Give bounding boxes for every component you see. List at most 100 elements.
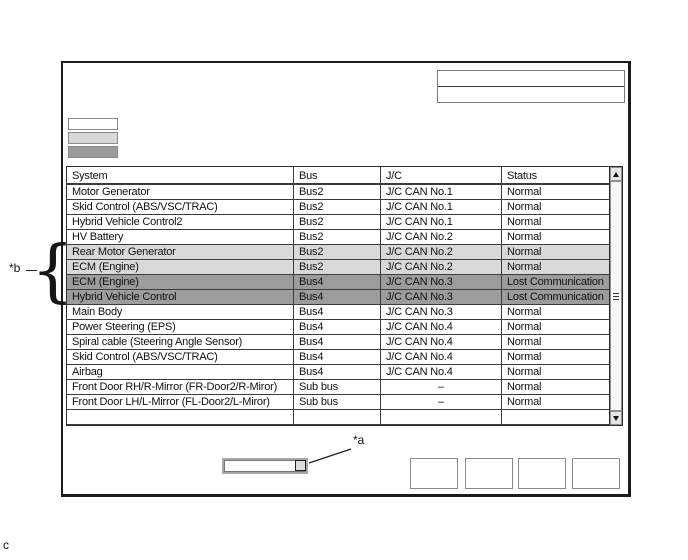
table-row[interactable]: ECM (Engine) Bus2 J/C CAN No.2 Normal: [67, 260, 609, 275]
jc-cell[interactable]: [381, 410, 502, 424]
bus-cell[interactable]: Sub bus: [294, 395, 381, 409]
status-cell[interactable]: Normal: [507, 201, 542, 213]
status-cell[interactable]: Normal: [507, 261, 542, 273]
table-row[interactable]: HV Battery Bus2 J/C CAN No.2 Normal: [67, 230, 609, 245]
jc-cell[interactable]: J/C CAN No.4: [381, 335, 502, 349]
system-cell[interactable]: Hybrid Vehicle Control2: [67, 215, 294, 229]
jc-cell[interactable]: J/C CAN No.3: [381, 305, 502, 319]
status-cell[interactable]: Normal: [507, 186, 542, 198]
legend-dark-highlight-swatch: [68, 146, 118, 158]
thumb-grip-icon: [613, 295, 619, 297]
jc-cell[interactable]: –: [381, 395, 502, 409]
system-cell[interactable]: ECM (Engine): [67, 275, 294, 289]
table-row[interactable]: Front Door LH/L-Mirror (FL-Door2/L-Miror…: [67, 395, 609, 410]
status-cell[interactable]: Normal: [507, 216, 542, 228]
bus-cell[interactable]: Bus4: [294, 290, 381, 304]
bus-cell[interactable]: Bus2: [294, 230, 381, 244]
table-row[interactable]: Skid Control (ABS/VSC/TRAC) Bus2 J/C CAN…: [67, 200, 609, 215]
scrollbar-down-button[interactable]: [610, 411, 622, 425]
table-row[interactable]: [67, 410, 609, 425]
bus-cell[interactable]: Bus2: [294, 200, 381, 214]
system-cell[interactable]: Motor Generator: [67, 185, 294, 199]
status-cell[interactable]: Lost Communication: [507, 276, 604, 288]
table-row[interactable]: Motor Generator Bus2 J/C CAN No.1 Normal: [67, 185, 609, 200]
status-cell[interactable]: Normal: [507, 321, 542, 333]
bus-cell[interactable]: Bus2: [294, 245, 381, 259]
figure-label-c: c: [3, 538, 9, 552]
function-button-4[interactable]: [572, 458, 620, 489]
jc-cell[interactable]: J/C CAN No.4: [381, 320, 502, 334]
table-scrollbar[interactable]: [609, 167, 622, 425]
jc-cell[interactable]: J/C CAN No.2: [381, 260, 502, 274]
combo-dropdown-button[interactable]: [295, 460, 306, 471]
status-cell[interactable]: Normal: [507, 231, 542, 243]
status-cell[interactable]: Normal: [507, 351, 542, 363]
callout-a-label: *a: [353, 433, 365, 447]
status-cell[interactable]: Normal: [507, 246, 542, 258]
status-cell[interactable]: Normal: [507, 336, 542, 348]
jc-cell[interactable]: J/C CAN No.1: [381, 200, 502, 214]
system-cell[interactable]: Front Door LH/L-Mirror (FL-Door2/L-Miror…: [67, 395, 294, 409]
status-cell[interactable]: Normal: [507, 381, 542, 393]
bus-cell[interactable]: Sub bus: [294, 380, 381, 394]
scrollbar-up-button[interactable]: [610, 167, 622, 181]
jc-cell[interactable]: J/C CAN No.4: [381, 365, 502, 379]
jc-cell[interactable]: J/C CAN No.2: [381, 245, 502, 259]
status-cell[interactable]: [502, 410, 609, 424]
system-cell[interactable]: Spiral cable (Steering Angle Sensor): [67, 335, 294, 349]
bus-cell[interactable]: Bus4: [294, 365, 381, 379]
bus-cell[interactable]: Bus2: [294, 215, 381, 229]
selection-combo-box[interactable]: [222, 458, 308, 474]
bus-cell[interactable]: Bus4: [294, 275, 381, 289]
system-cell[interactable]: HV Battery: [67, 230, 294, 244]
jc-cell[interactable]: J/C CAN No.1: [381, 185, 502, 199]
system-cell[interactable]: Skid Control (ABS/VSC/TRAC): [67, 350, 294, 364]
table-row[interactable]: ECM (Engine) Bus4 J/C CAN No.3 Lost Comm…: [67, 275, 609, 290]
header-system: System: [67, 167, 294, 183]
system-cell[interactable]: Skid Control (ABS/VSC/TRAC): [67, 200, 294, 214]
table-row[interactable]: Rear Motor Generator Bus2 J/C CAN No.2 N…: [67, 245, 609, 260]
bus-cell[interactable]: Bus4: [294, 335, 381, 349]
jc-cell[interactable]: J/C CAN No.3: [381, 290, 502, 304]
table-row[interactable]: Front Door RH/R-Mirror (FR-Door2/R-Miror…: [67, 380, 609, 395]
bus-cell[interactable]: [294, 410, 381, 424]
bus-cell[interactable]: Bus2: [294, 260, 381, 274]
table-row[interactable]: Main Body Bus4 J/C CAN No.3 Normal: [67, 305, 609, 320]
system-cell[interactable]: Front Door RH/R-Mirror (FR-Door2/R-Miror…: [67, 380, 294, 394]
bus-cell[interactable]: Bus4: [294, 320, 381, 334]
system-status-table: System Bus J/C Status Motor Generator Bu…: [66, 166, 623, 426]
thumb-grip-icon: [613, 298, 619, 300]
jc-cell[interactable]: J/C CAN No.1: [381, 215, 502, 229]
system-cell[interactable]: Hybrid Vehicle Control: [67, 290, 294, 304]
status-cell[interactable]: Normal: [507, 396, 542, 408]
function-button-1[interactable]: [410, 458, 458, 489]
combo-value-field[interactable]: [224, 460, 306, 472]
function-button-3[interactable]: [518, 458, 566, 489]
bus-cell[interactable]: Bus2: [294, 185, 381, 199]
table-row[interactable]: Skid Control (ABS/VSC/TRAC) Bus4 J/C CAN…: [67, 350, 609, 365]
jc-cell[interactable]: J/C CAN No.3: [381, 275, 502, 289]
system-cell[interactable]: Power Steering (EPS): [67, 320, 294, 334]
system-cell[interactable]: Airbag: [67, 365, 294, 379]
jc-cell[interactable]: –: [381, 380, 502, 394]
bus-cell[interactable]: Bus4: [294, 305, 381, 319]
highlight-rows-brace: {: [31, 232, 75, 311]
jc-cell[interactable]: J/C CAN No.4: [381, 350, 502, 364]
system-cell[interactable]: Main Body: [67, 305, 294, 319]
bus-cell[interactable]: Bus4: [294, 350, 381, 364]
scrollbar-thumb[interactable]: [610, 181, 622, 411]
table-row[interactable]: Airbag Bus4 J/C CAN No.4 Normal: [67, 365, 609, 380]
function-button-2[interactable]: [465, 458, 513, 489]
table-row[interactable]: Power Steering (EPS) Bus4 J/C CAN No.4 N…: [67, 320, 609, 335]
system-cell[interactable]: [67, 410, 294, 424]
table-row[interactable]: Spiral cable (Steering Angle Sensor) Bus…: [67, 335, 609, 350]
system-cell[interactable]: ECM (Engine): [67, 260, 294, 274]
status-cell[interactable]: Normal: [507, 366, 542, 378]
system-cell[interactable]: Rear Motor Generator: [67, 245, 294, 259]
jc-cell[interactable]: J/C CAN No.2: [381, 230, 502, 244]
table-row[interactable]: Hybrid Vehicle Control Bus4 J/C CAN No.3…: [67, 290, 609, 305]
status-cell[interactable]: Normal: [507, 306, 542, 318]
table-row[interactable]: Hybrid Vehicle Control2 Bus2 J/C CAN No.…: [67, 215, 609, 230]
status-cell[interactable]: Lost Communication: [507, 291, 604, 303]
